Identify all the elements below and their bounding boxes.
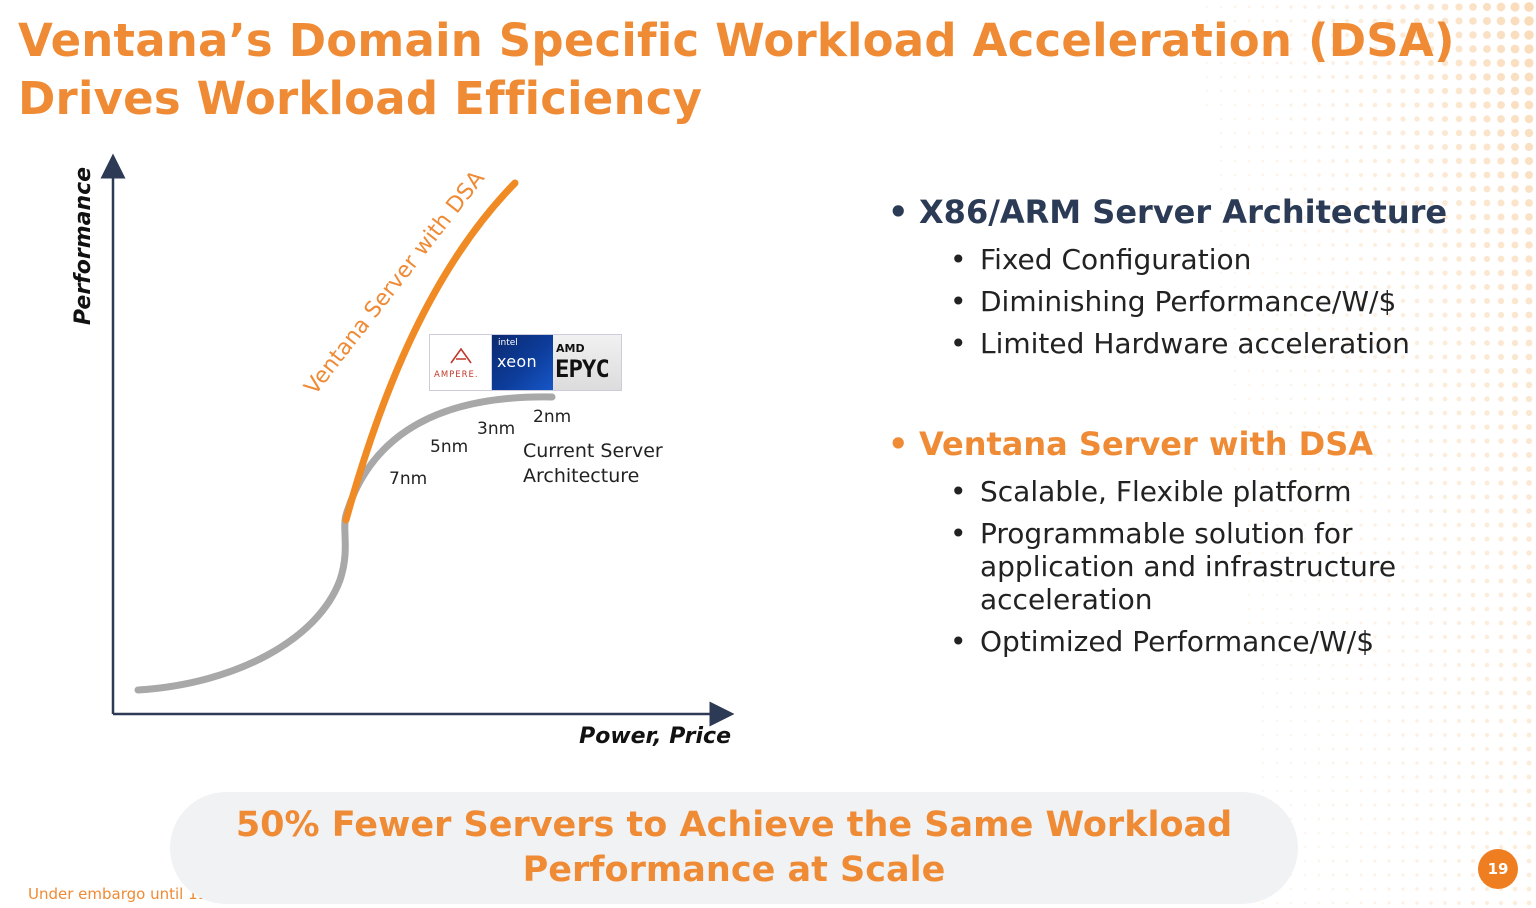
current-architecture-label-line-1: Current Server	[523, 440, 663, 462]
process-node-7nm: 7nm	[389, 469, 427, 489]
embargo-footer: Under embargo until 11,	[28, 885, 212, 903]
bullet-heading: • X86/ARM Server Architecture	[888, 190, 1470, 234]
bullet-heading-text: Ventana Server with DSA	[919, 425, 1374, 463]
bullet-group-ventana-dsa: • Ventana Server with DSA • Scalable, Fle…	[888, 422, 1470, 658]
bullet-item-text: Scalable, Flexible platform	[980, 475, 1352, 508]
bullet-group-x86-arm: • X86/ARM Server Architecture • Fixed Con…	[888, 190, 1470, 360]
amd-epyc-logo: AMD EPYC	[553, 335, 621, 390]
process-node-5nm: 5nm	[430, 437, 468, 457]
intel-xeon-logo: intel xeon	[492, 335, 553, 390]
current-architecture-label-line-2: Architecture	[523, 465, 639, 487]
epyc-logo-text: EPYC	[555, 355, 610, 383]
bullet-dot: •	[950, 243, 967, 276]
process-node-3nm: 3nm	[477, 419, 515, 439]
bullet-sub-list: • Fixed Configuration • Diminishing Perfor…	[888, 243, 1470, 360]
summary-banner-line-1: 50% Fewer Servers to Achieve the Same Wo…	[235, 805, 1233, 845]
x-axis-label: Power, Price	[579, 724, 731, 749]
slide-title-line-1: Ventana’s Domain Specific Workload Accel…	[18, 14, 1455, 67]
bullet-dot: •	[950, 625, 967, 658]
xeon-logo-text: xeon	[497, 352, 537, 371]
page-number-badge: 19	[1478, 849, 1518, 889]
bullet-dot: •	[950, 475, 967, 508]
slide-title: Ventana’s Domain Specific Workload Accel…	[18, 12, 1455, 128]
background-dot-pattern	[1205, 2, 1534, 906]
vendor-logo-strip: AMPERE. intel xeon AMD EPYC	[429, 334, 622, 391]
bullet-item: • Fixed Configuration	[950, 243, 1470, 276]
bullet-dot: •	[950, 327, 967, 360]
summary-banner: 50% Fewer Servers to Achieve the Same Wo…	[170, 792, 1298, 904]
bullet-item: • Limited Hardware acceleration	[950, 327, 1470, 360]
slide-title-line-2: Drives Workload Efficiency	[18, 72, 703, 125]
bullet-item: • Diminishing Performance/W/$	[950, 285, 1470, 318]
summary-banner-line-2: Performance at Scale	[522, 850, 946, 890]
bullet-item: • Programmable solution for application a…	[950, 517, 1470, 616]
ampere-logo: AMPERE.	[430, 335, 492, 390]
bullet-item-text: Programmable solution for application an…	[980, 517, 1397, 616]
bullet-sub-list: • Scalable, Flexible platform • Programmab…	[888, 475, 1470, 658]
bullet-dot: •	[950, 517, 967, 550]
amd-logo-text: AMD	[556, 342, 585, 355]
bullet-item-text: Diminishing Performance/W/$	[980, 285, 1397, 318]
bullet-item: • Optimized Performance/W/$	[950, 625, 1470, 658]
bullet-lists: • X86/ARM Server Architecture • Fixed Con…	[888, 190, 1470, 658]
bullet-dot: •	[888, 193, 909, 231]
dsa-curve	[342, 179, 519, 524]
ampere-mark-icon	[450, 348, 472, 364]
bullet-item-text: Optimized Performance/W/$	[980, 625, 1375, 658]
performance-diagram: Performance Power, Price Ventana Server …	[71, 153, 735, 749]
bullet-dot: •	[950, 285, 967, 318]
bullet-item-text: Fixed Configuration	[980, 243, 1252, 276]
current-architecture-curve	[134, 393, 556, 694]
bullet-heading-text: X86/ARM Server Architecture	[919, 193, 1448, 231]
ampere-logo-text: AMPERE.	[434, 370, 479, 380]
bullet-heading: • Ventana Server with DSA	[888, 422, 1470, 466]
process-node-2nm: 2nm	[533, 407, 571, 427]
intel-logo-text: intel	[498, 338, 518, 348]
bullet-dot: •	[888, 425, 909, 463]
bullet-item: • Scalable, Flexible platform	[950, 475, 1470, 508]
y-axis-label: Performance	[71, 167, 96, 325]
summary-banner-text: 50% Fewer Servers to Achieve the Same Wo…	[236, 803, 1232, 893]
bullet-item-text: Limited Hardware acceleration	[980, 327, 1410, 360]
